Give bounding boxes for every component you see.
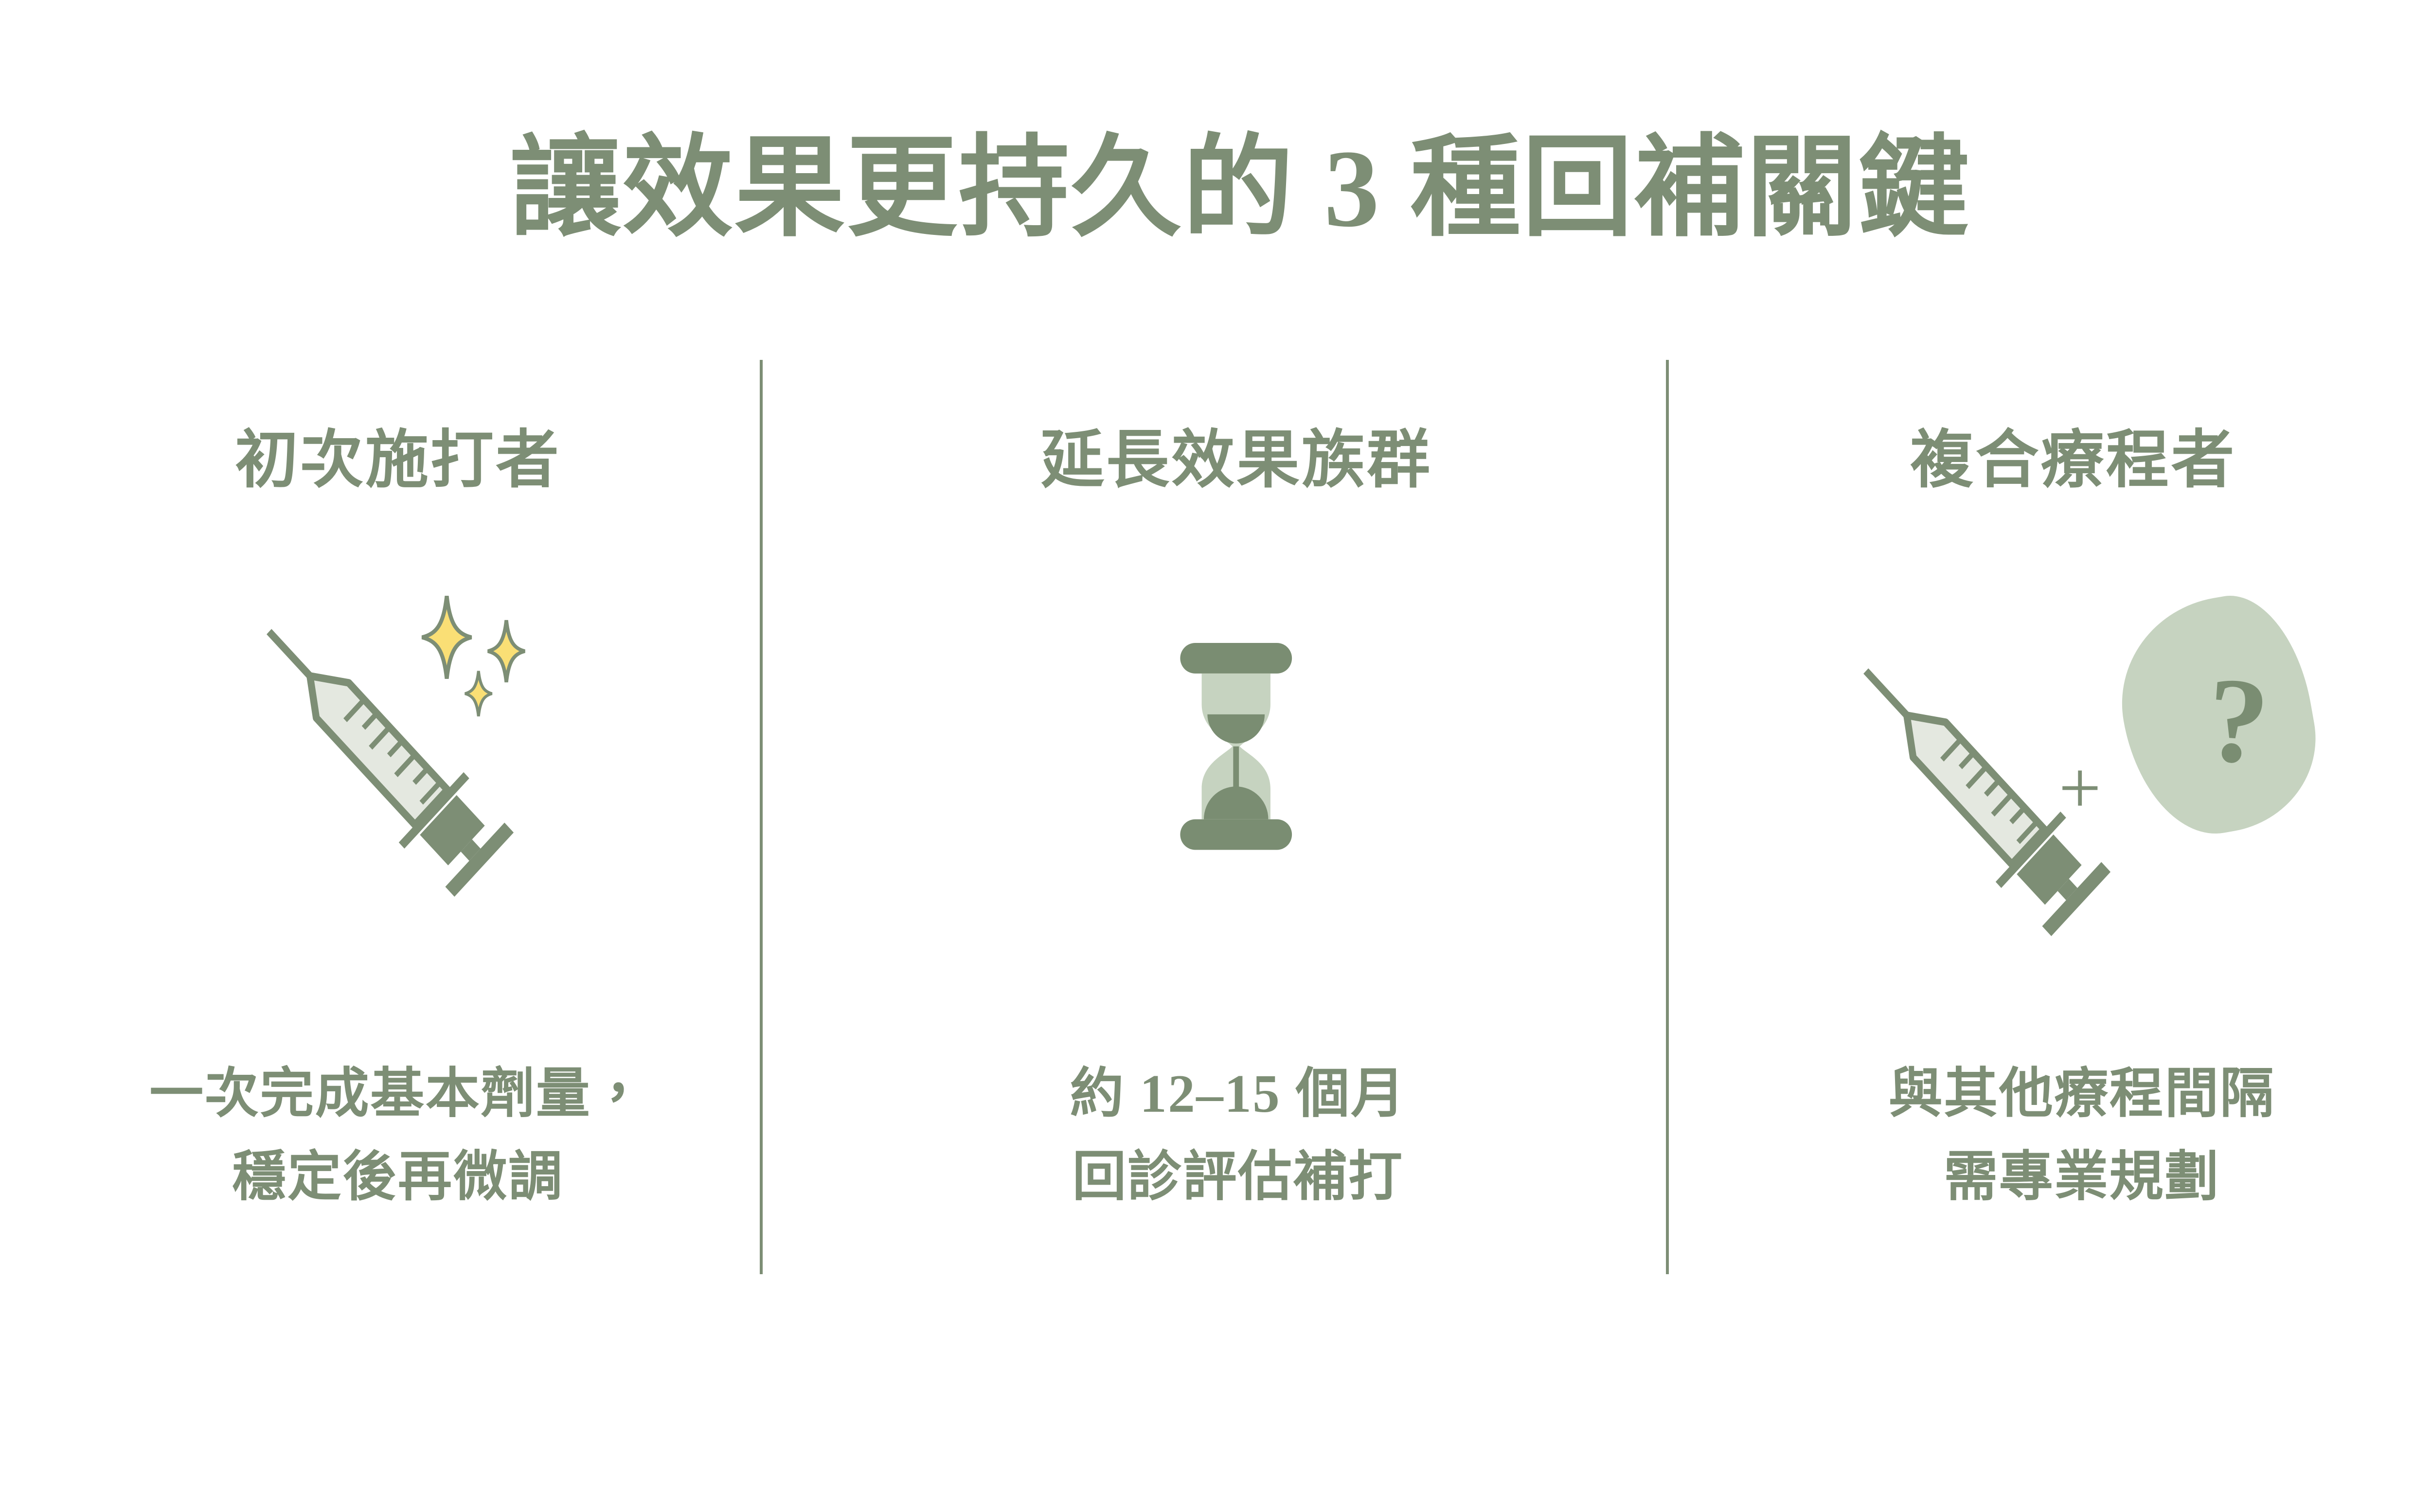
column-description: 與其他療程間隔 需專業規劃 [1889,1053,2275,1219]
infographic: 讓效果更持久的 3 種回補關鍵 初次施打者 延長效果族群 複合療程者 [149,127,2330,1274]
column-divider [1666,360,1669,1274]
description-line: 需專業規劃 [1944,1147,2220,1207]
description-line: 回診評估補打 [1072,1147,1404,1207]
syringe-sparkles-icon [260,590,544,913]
column-heading-extend-effect: 延長效果族群 [1040,426,1432,496]
description-line: 一次完成基本劑量， [149,1064,646,1124]
column-heading-combined-treatment: 複合療程者 [1910,426,2236,496]
column-divider [760,360,763,1274]
column-heading-first-time: 初次施打者 [234,426,561,496]
hourglass-icon [1164,637,1308,856]
sparkle-icon [421,595,472,679]
description-line: 穩定後再微調 [232,1147,564,1207]
sparkle-icon [464,671,492,717]
column-description: 一次完成基本劑量， 穩定後再微調 [149,1053,646,1219]
filler-blob-icon: ? [2105,585,2330,847]
syringe-icon [1863,668,2110,936]
description-line: 與其他療程間隔 [1888,1064,2275,1124]
column-description: 約 12–15 個月 回診評估補打 [1070,1053,1406,1219]
plus-icon: + [2058,746,2101,830]
page-title: 讓效果更持久的 3 種回補關鍵 [510,127,1971,250]
sparkle-icon [487,620,525,683]
question-mark-icon: ? [2202,652,2273,791]
syringe-plus-filler-icon: + ? [1853,585,2330,950]
description-line: 約 12–15 個月 [1070,1064,1406,1124]
syringe-icon [266,628,514,897]
